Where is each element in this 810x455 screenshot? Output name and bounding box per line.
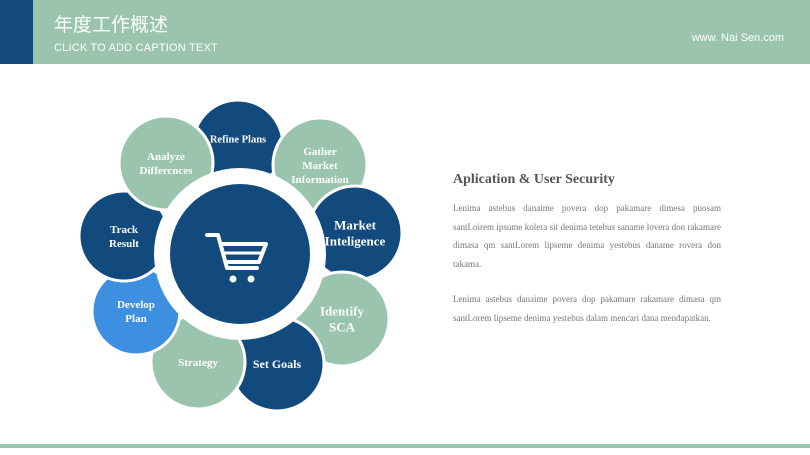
shopping-cart-icon <box>205 233 268 283</box>
petal-label: Identify <box>320 304 365 319</box>
page-caption: CLICK TO ADD CAPTION TEXT <box>54 42 218 54</box>
petal-label: SCA <box>329 320 356 335</box>
footer-line <box>0 444 810 448</box>
petal-label: Strategy <box>178 357 218 369</box>
petal-strategy: Strategy <box>149 313 247 411</box>
paragraph-1: Lenima astebus danaime povera dop pakama… <box>453 203 721 269</box>
petal-label: Analyze <box>147 151 185 163</box>
page-title: 年度工作概述 <box>54 14 169 36</box>
petal-label: Refine Plans <box>210 135 266 146</box>
petal-label: Track <box>110 224 139 236</box>
petal-label: Plan <box>125 313 146 325</box>
petal-label: Market <box>334 218 377 233</box>
petal-label: Result <box>109 238 139 250</box>
paragraph-2: Lenima astebus danaime povera dop pakama… <box>453 294 721 323</box>
petal-label: Develop <box>117 299 155 311</box>
petal-label: Differcnces <box>140 165 194 177</box>
header-accent-block <box>0 0 33 64</box>
header-bar: 年度工作概述 CLICK TO ADD CAPTION TEXT www. Na… <box>0 0 810 64</box>
petal-label: Inteligence <box>325 234 386 249</box>
petal-label: Gather <box>303 146 337 158</box>
petal-label: Set Goals <box>253 357 302 371</box>
section-title: Aplication & User Security <box>453 172 615 187</box>
website-url[interactable]: www. Nai Sen.com <box>691 32 784 44</box>
petal-label: Market <box>302 160 338 172</box>
petal-group: Refine PlansGatherMarketInformationMarke… <box>77 98 404 413</box>
petal-label: Information <box>291 174 348 186</box>
